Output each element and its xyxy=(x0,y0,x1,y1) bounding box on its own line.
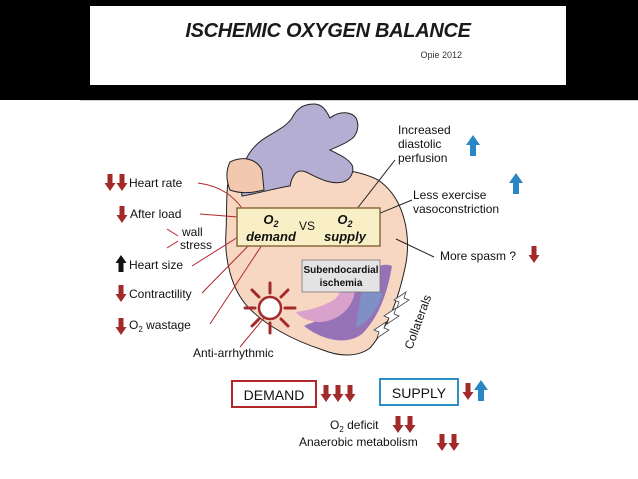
center-o2-right-letter: O xyxy=(337,212,347,227)
less-exercise-line2: vasoconstriction xyxy=(413,202,499,216)
center-o2-left-letter: O xyxy=(263,212,273,227)
anaerobic-down-arrow-2 xyxy=(448,434,460,451)
increased-line1: Increased xyxy=(398,123,451,137)
supply-label: SUPPLY xyxy=(392,385,447,401)
slide-citation: Opie 2012 xyxy=(420,50,462,60)
anti-arrhythmic-circle xyxy=(257,295,283,321)
contractility-down-arrow xyxy=(115,285,127,302)
supply-box xyxy=(379,378,459,406)
demand-down-arrow-1 xyxy=(320,385,332,402)
more-spasm-label: More spasm ? xyxy=(440,249,516,263)
ischemia-blue-patch xyxy=(356,286,382,328)
collateral-arrow-1 xyxy=(393,291,410,309)
center-supply-label: supply xyxy=(324,229,367,244)
o2-deficit-sub: 2 xyxy=(339,425,344,434)
heart-rate-down-arrow-1 xyxy=(104,174,116,191)
more-spasm-down-arrow xyxy=(528,246,540,263)
title-divider xyxy=(80,100,638,101)
increased-perfusion-up-arrow xyxy=(466,135,480,156)
title-box: ISCHEMIC OXYGEN BALANCE Opie 2012 xyxy=(90,6,566,85)
o2-wastage-down-arrow xyxy=(115,318,127,335)
center-vs-label: VS xyxy=(299,219,315,233)
wall-label: wall xyxy=(181,225,203,239)
o2-wastage-o: O xyxy=(129,318,138,332)
after-load-label: After load xyxy=(130,207,181,221)
collateral-arrow-3 xyxy=(373,321,390,339)
center-o2-right: O2 xyxy=(337,212,352,229)
o2-wastage-sub: 2 xyxy=(138,325,143,334)
left-atrium-shape xyxy=(226,158,265,194)
demand-box xyxy=(231,380,317,408)
anti-arrhythmic-label: Anti-arrhythmic xyxy=(193,346,274,360)
demand-label: DEMAND xyxy=(244,387,305,403)
increased-line3: perfusion xyxy=(398,151,447,165)
after-load-down-arrow xyxy=(116,206,128,223)
o2-deficit-label: O2 deficit xyxy=(330,418,379,434)
center-o2-left-sub: 2 xyxy=(273,219,279,229)
o2-deficit-rest: deficit xyxy=(344,418,379,432)
heart-size-label: Heart size xyxy=(129,258,183,272)
center-demand-label: demand xyxy=(246,229,297,244)
anaerobic-down-arrow-1 xyxy=(436,434,448,451)
right-connector-lines xyxy=(355,159,435,258)
demand-down-arrow-3 xyxy=(344,385,356,402)
ischemia-line1: Subendocardial xyxy=(303,265,378,276)
o2-deficit-down-arrow-1 xyxy=(392,416,404,433)
ischemia-line2: ischemia xyxy=(320,278,363,289)
anti-arrhythmic-starburst xyxy=(243,281,297,335)
anaerobic-metabolism-label: Anaerobic metabolism xyxy=(299,435,418,449)
aorta-shape xyxy=(240,103,359,197)
less-exercise-up-arrow xyxy=(509,173,523,194)
o2-wastage-label: O2 wastage xyxy=(129,318,191,334)
center-o2-right-sub: 2 xyxy=(347,219,353,229)
collateral-arrow-2 xyxy=(383,307,400,325)
heart-size-up-arrow xyxy=(115,255,127,272)
heart-rate-label: Heart rate xyxy=(129,176,183,190)
increased-line2: diastolic xyxy=(398,137,441,151)
stress-label: stress xyxy=(180,238,212,252)
ischemia-pink-band xyxy=(296,284,355,322)
supply-up-arrow xyxy=(474,380,488,401)
supply-down-arrow xyxy=(462,383,474,400)
ischemia-box xyxy=(301,259,381,293)
center-o2-left: O2 xyxy=(263,212,278,229)
less-exercise-line1: Less exercise xyxy=(413,188,487,202)
o2-wastage-rest: wastage xyxy=(143,318,191,332)
heart-rate-down-arrow-2 xyxy=(116,174,128,191)
slide-title: ISCHEMIC OXYGEN BALANCE xyxy=(185,20,471,42)
contractility-label: Contractility xyxy=(129,287,192,301)
demand-vs-supply-box xyxy=(236,207,381,247)
o2-deficit-down-arrow-2 xyxy=(404,416,416,433)
o2-deficit-o: O xyxy=(330,418,339,432)
demand-down-arrow-2 xyxy=(332,385,344,402)
